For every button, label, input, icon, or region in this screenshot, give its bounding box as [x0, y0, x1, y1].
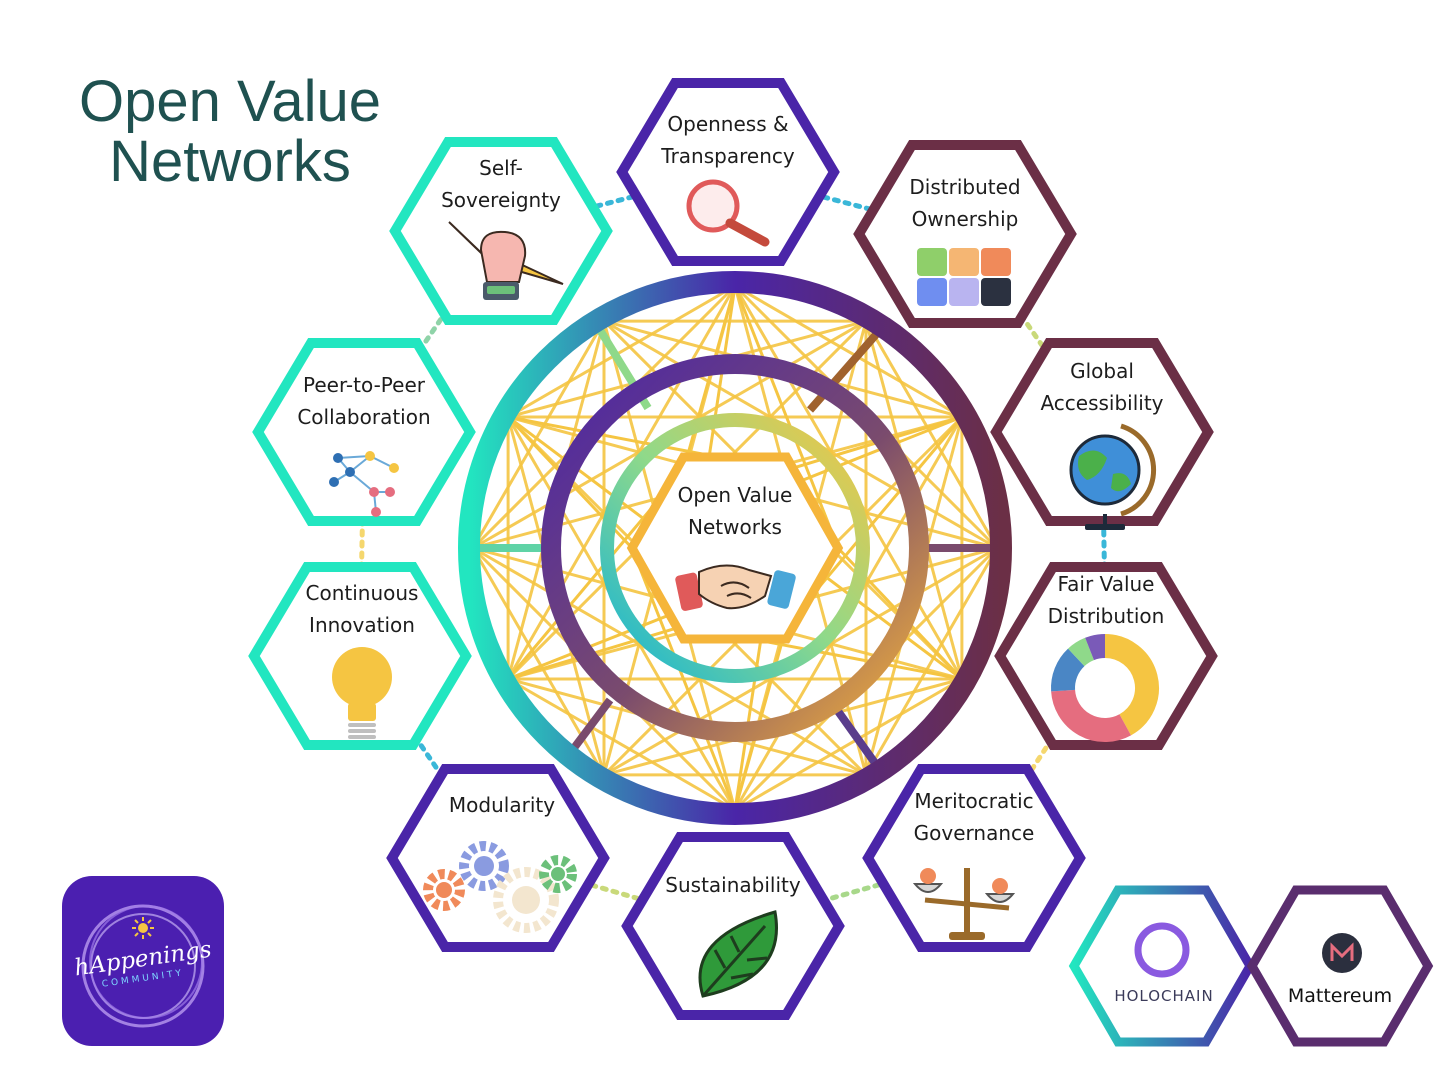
web-line — [734, 677, 963, 812]
holochain-ring-icon — [1134, 922, 1190, 978]
hexagon-p2p — [252, 338, 476, 526]
node-label-line-1: Openness & — [667, 112, 789, 136]
web-line — [734, 284, 963, 419]
node-label-line-1: Continuous — [305, 581, 419, 605]
inner-ring — [600, 413, 870, 683]
title-line-2: Networks — [109, 129, 351, 194]
web-line — [733, 625, 788, 811]
node-label-line-2: Innovation — [309, 613, 415, 637]
holochain-core-icon — [1145, 933, 1179, 967]
middle-ring — [541, 354, 929, 742]
web-line — [507, 284, 736, 419]
node-label-line-1: Modularity — [448, 793, 556, 817]
node-label-line-2: Ownership — [911, 207, 1019, 231]
network-icon — [329, 451, 399, 517]
mattereum-badge-icon — [1322, 933, 1362, 973]
holochain-label: HOLOCHAIN — [1114, 987, 1214, 1005]
node-label-global: Global Accessibility — [1002, 355, 1202, 419]
node-label-line-1: Meritocratic — [914, 789, 1034, 813]
fist-lightning-icon — [448, 221, 564, 300]
scale-icon — [912, 868, 1016, 940]
puzzle-icon — [917, 248, 1011, 306]
node-label-sovereignty: Self- Sovereignty — [401, 152, 601, 216]
web-line — [864, 547, 999, 776]
node-label-line-2: Sovereignty — [441, 188, 561, 212]
node-label-line-2: Governance — [913, 821, 1035, 845]
node-label-line-1: Distributed — [909, 175, 1021, 199]
partner-logos — [1068, 885, 1434, 1047]
node-label-fair: Fair Value Distribution — [1006, 568, 1206, 632]
hexagon-openness — [616, 78, 840, 266]
web-line — [682, 285, 737, 471]
center-label-line-2: Networks — [688, 515, 782, 539]
node-label-sustainability: Sustainability — [633, 869, 833, 901]
globe-icon — [1069, 423, 1156, 530]
node-label-openness: Openness & Transparency — [628, 108, 828, 172]
node-label-line-2: Collaboration — [297, 405, 431, 429]
node-label-modularity: Modularity — [402, 789, 602, 821]
lightbulb-icon — [332, 647, 392, 739]
center-label-line-1: Open Value — [677, 483, 793, 507]
magnifier-icon — [686, 179, 770, 247]
center-label: Open Value Networks — [635, 479, 835, 543]
happenings-community-logo: hAppenings COMMUNITY — [62, 876, 224, 1046]
title-line-1: Open Value — [78, 69, 382, 134]
gears-icon — [423, 841, 577, 933]
handshake-icon — [675, 564, 796, 611]
node-label-line-1: Peer-to-Peer — [303, 373, 425, 397]
web-line — [630, 547, 737, 811]
node-label-line-1: Self- — [479, 156, 523, 180]
happenings-swirl-icon — [81, 904, 205, 1028]
node-label-line-1: Fair Value — [1057, 572, 1155, 596]
node-label-p2p: Peer-to-Peer Collaboration — [264, 369, 464, 433]
web-line — [507, 677, 736, 812]
donut-chart-icon — [1051, 634, 1159, 742]
web-line — [864, 320, 999, 549]
node-label-line-1: Global — [1070, 359, 1134, 383]
node-label-line-2: Distribution — [1047, 604, 1165, 628]
node-label-line-2: Transparency — [661, 144, 795, 168]
page-title: Open Value Networks — [60, 72, 400, 192]
hexagon-sustainability — [621, 832, 845, 1020]
hexagon-meritocratic — [862, 764, 1086, 952]
node-label-distributed: Distributed Ownership — [865, 171, 1065, 235]
hexagon-distributed — [853, 140, 1077, 328]
node-label-innovation: Continuous Innovation — [262, 577, 462, 641]
web-line — [471, 320, 606, 549]
web-line — [733, 285, 840, 549]
node-label-line-1: Sustainability — [665, 873, 801, 897]
mattereum-label: Mattereum — [1287, 985, 1393, 1007]
node-label-meritocratic: Meritocratic Governance — [874, 785, 1074, 849]
icon-layer — [329, 179, 1159, 998]
outer-ring — [458, 271, 1012, 825]
node-label-line-2: Accessibility — [1040, 391, 1164, 415]
mattereum-m-icon — [1330, 942, 1354, 961]
leaf-icon — [698, 910, 778, 998]
